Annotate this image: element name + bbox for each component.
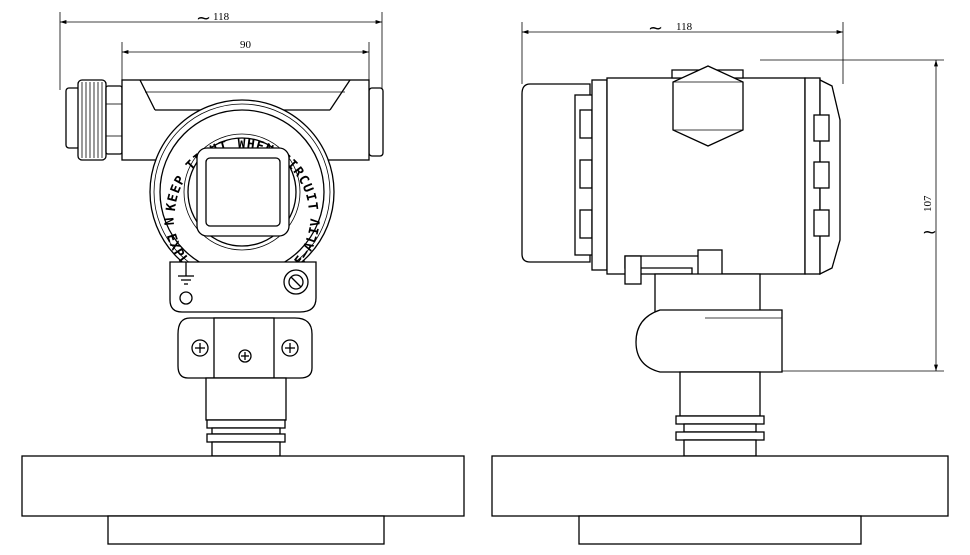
boss-screw-right	[283, 269, 309, 295]
neck-block	[177, 317, 313, 379]
lower-boss	[169, 261, 317, 313]
front-view: ~ 118 90	[0, 0, 465, 545]
front-dim-90-label: 90	[240, 39, 252, 51]
front-stem	[205, 377, 287, 457]
neck-screw-right	[281, 339, 299, 357]
side-flange	[491, 455, 949, 545]
display-window	[196, 147, 290, 237]
side-dim-118-label: 118	[676, 21, 693, 33]
side-stem	[675, 371, 765, 457]
front-dim-118-label: 118	[213, 11, 230, 23]
side-left-cover	[521, 79, 608, 271]
neck-screw-left	[191, 339, 209, 357]
side-dimension-107: ~ 107	[760, 59, 944, 372]
front-dimension-118: ~ 118	[59, 8, 383, 90]
side-right-cover	[804, 77, 841, 276]
cable-gland	[65, 79, 123, 161]
side-dim-107-label: 107	[922, 195, 934, 212]
ground-icon	[178, 262, 194, 285]
side-body	[606, 65, 806, 275]
front-dim-118-tilde: ~	[196, 8, 211, 29]
front-cover: KEEP TIGHT WHEN CIRCUIT IN EXPLOSIVE ATM…	[0, 0, 335, 297]
side-dim-107-tilde: ~	[922, 222, 937, 243]
boss-screw-left	[179, 291, 193, 305]
side-dimension-118: ~ 118	[521, 18, 844, 84]
front-flange	[21, 455, 465, 545]
side-view: ~ 118 ~ 107	[491, 18, 949, 545]
neck-screw-center	[238, 349, 252, 363]
side-dim-118-tilde: ~	[648, 18, 663, 39]
side-lower-connector	[635, 273, 783, 373]
right-end-cap	[368, 87, 384, 157]
